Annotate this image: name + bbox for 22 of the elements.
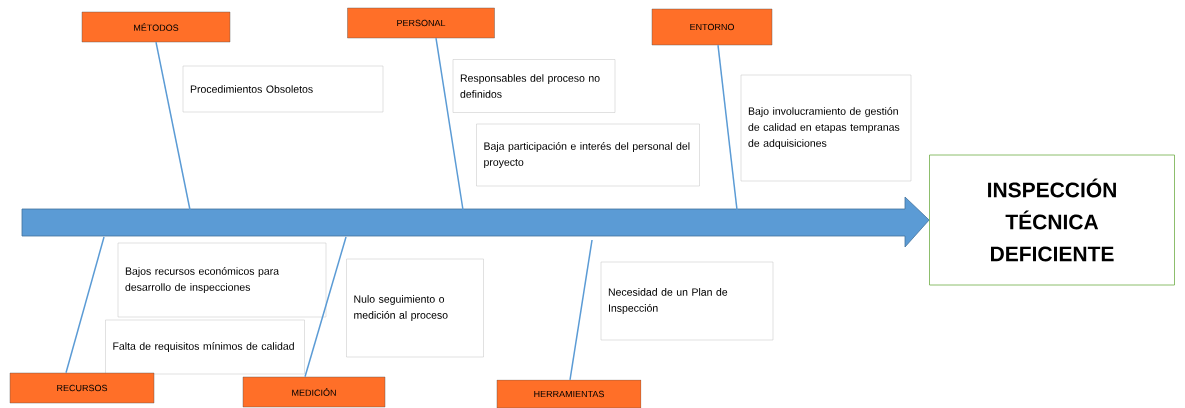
cause-box: Baja participación e interés del personal del proyecto [476,123,700,187]
cause-box: Responsables del proceso no definidos [452,59,616,113]
cause-box: Bajo involucramiento de gestión de calidad en etapas tempranas de adquisiciones [740,74,912,182]
spine-arrow [21,196,930,248]
cause-box: Falta de requisitos mínimos de calidad [105,319,305,375]
category-box: MÉTODOS [81,11,231,43]
effect-box: INSPECCIÓN TÉCNICA DEFICIENTE [929,154,1175,286]
bone-line [304,236,347,378]
category-box: RECURSOS [9,372,155,404]
category-box: MEDICIÓN [242,376,386,408]
bone-line [155,41,191,211]
bone-line [65,236,105,374]
cause-box: Necesidad de un Plan de Inspección [600,261,774,341]
bone-line [569,239,593,381]
cause-box: Nulo seguimiento o medición al proceso [346,258,484,358]
bone-line [717,44,738,211]
cause-box: Procedimientos Obsoletos [182,65,384,113]
category-box: PERSONAL [347,7,495,39]
cause-box: Bajos recursos económicos para desarrollo de inspecciones [117,242,327,318]
bone-line [435,37,464,211]
category-box: ENTORNO [651,8,773,46]
category-box: HERRAMIENTAS [496,379,642,408]
